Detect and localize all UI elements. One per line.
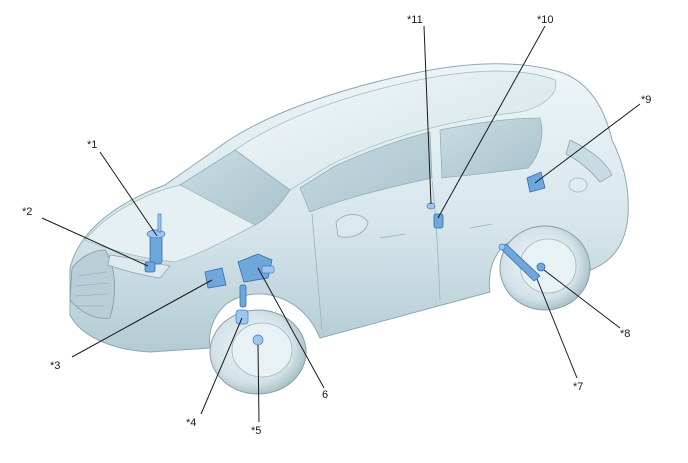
grille-mesh <box>74 271 109 307</box>
leader-5 <box>257 344 260 423</box>
leader-1 <box>99 151 158 237</box>
component-8-rear-speed-sensor <box>536 262 546 272</box>
leader-8 <box>543 269 621 329</box>
component-2-sensor <box>144 261 156 273</box>
fuel-lid <box>568 177 588 193</box>
leader-6 <box>257 267 325 389</box>
leader-9 <box>534 103 641 184</box>
callout-label-5: *5 <box>251 425 261 437</box>
callout-labels: *1 *2 *3 *4 *5 6 *7 *8 *9 *10 *11 <box>22 14 651 437</box>
highlighted-components <box>144 171 546 346</box>
roof-panel <box>234 70 557 191</box>
side-mirror <box>335 214 369 238</box>
component-7-rear-link <box>498 243 541 282</box>
callout-label-6: 6 <box>322 389 328 401</box>
callout-label-1: *1 <box>87 139 97 151</box>
component-6-actuator <box>237 253 275 283</box>
component-4-height-sensor <box>235 284 249 325</box>
callout-label-11: *11 <box>407 14 423 26</box>
callout-label-9: *9 <box>641 94 651 106</box>
callout-label-4: *4 <box>186 417 196 429</box>
leader-3 <box>71 279 213 358</box>
front-grille <box>69 249 115 319</box>
leader-11 <box>423 25 432 205</box>
callout-label-2: *2 <box>22 206 32 218</box>
door-seams <box>311 179 493 331</box>
callout-label-8: *8 <box>620 328 630 340</box>
leader-2 <box>41 217 149 267</box>
leader-4 <box>200 317 243 415</box>
callout-label-10: *10 <box>537 14 554 26</box>
hood <box>84 184 256 263</box>
side-window-front <box>299 131 433 213</box>
callout-label-3: *3 <box>50 360 60 372</box>
component-10-interior-module <box>433 213 444 229</box>
side-window-rear <box>439 117 543 179</box>
component-5-speed-sensor <box>252 334 264 346</box>
callout-label-7: *7 <box>573 381 583 393</box>
leader-10 <box>437 25 546 219</box>
leader-7 <box>536 278 578 379</box>
leader-lines <box>41 25 641 423</box>
component-3-module <box>204 267 227 289</box>
